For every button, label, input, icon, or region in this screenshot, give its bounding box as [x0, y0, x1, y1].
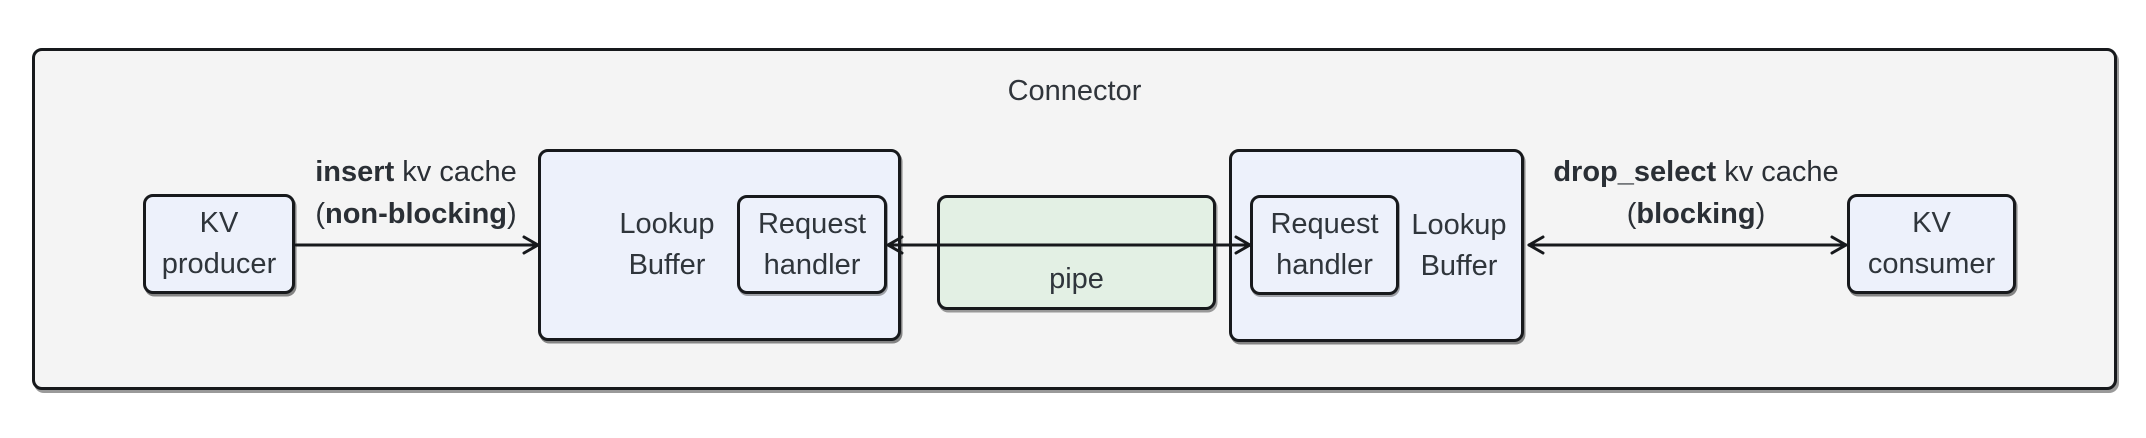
pipe-arrow	[886, 235, 1252, 255]
request-handler-left-node: Request handler	[737, 195, 887, 294]
lookup-buffer-left-node: Lookup Buffer Request handler	[538, 149, 901, 341]
pipe-label: pipe	[1049, 263, 1104, 295]
drop-select-edge-label: drop_select kv cache (blocking)	[1546, 151, 1846, 235]
kv-consumer-node: KV consumer	[1847, 194, 2016, 294]
lookup-buffer-left-label: Lookup Buffer	[619, 208, 715, 281]
kv-producer-label-line2: producer	[161, 248, 277, 280]
drop-select-arrow	[1527, 235, 1848, 255]
drop-select-edge-label-line2: (blocking)	[1626, 198, 1766, 230]
insert-edge-label-line1: insert kv cache	[315, 156, 517, 188]
kv-consumer-label-line1: KV	[1912, 207, 1951, 239]
insert-edge-label-line2: (non-blocking)	[315, 198, 517, 230]
kv-consumer-label-line2: consumer	[1867, 248, 1996, 280]
lookup-buffer-right-node: Request handler Lookup Buffer	[1229, 149, 1524, 342]
request-handler-right-node: Request handler	[1250, 195, 1399, 295]
kv-producer-node: KV producer	[143, 194, 295, 294]
lookup-buffer-right-label: Lookup Buffer	[1411, 208, 1507, 282]
insert-arrow	[294, 235, 540, 255]
pipe-node: pipe	[937, 195, 1216, 310]
drop-select-edge-label-line1: drop_select kv cache	[1553, 156, 1839, 188]
insert-edge-label: insert kv cache (non-blocking)	[266, 151, 566, 235]
kv-producer-label-line1: KV	[199, 207, 239, 239]
connector-title: Connector	[1007, 75, 1142, 107]
